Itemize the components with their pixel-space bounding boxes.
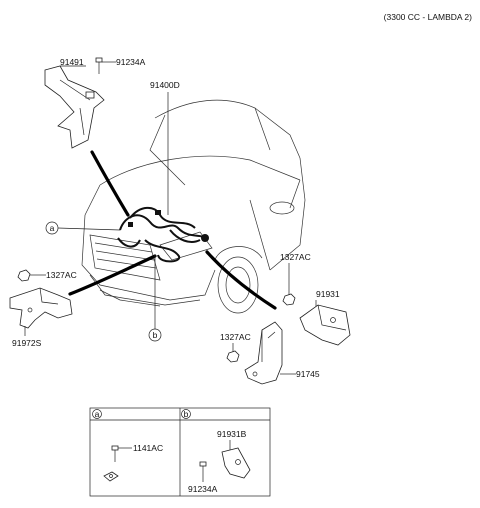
bolt-91234A-icon	[95, 57, 103, 74]
table-key-b: b	[184, 409, 189, 419]
table-part-91931B: 91931B	[217, 429, 247, 439]
nut-1327AC-left-icon	[17, 269, 31, 282]
engine-harness-91400D	[117, 206, 209, 263]
label-91931: 91931	[316, 289, 340, 299]
label-1327AC-right-bottom: 1327AC	[220, 332, 251, 342]
part-91931-bracket	[299, 304, 351, 346]
label-1327AC-right-top: 1327AC	[280, 252, 311, 262]
clip-icon	[103, 471, 119, 482]
label-91972S: 91972S	[12, 338, 42, 348]
nut-1327AC-right-bottom-icon	[226, 350, 240, 363]
table-part-91234A: 91234A	[188, 484, 218, 494]
vehicle-outline	[81, 99, 306, 314]
callout-a: a	[45, 221, 59, 235]
nut-1327AC-right-top-icon	[282, 293, 296, 306]
table-key-a: a	[95, 409, 100, 419]
screw-1141AC-icon	[111, 445, 119, 462]
label-1327AC-left: 1327AC	[46, 270, 77, 280]
svg-text:b: b	[153, 330, 158, 340]
pointer-lines	[68, 150, 277, 310]
label-91400D: 91400D	[150, 80, 180, 90]
detail-table: a b 1141AC 91931B 91234A	[89, 407, 271, 497]
part-91491-bracket	[44, 65, 105, 149]
engine-note: (3300 CC - LAMBDA 2)	[384, 12, 473, 22]
label-91491: 91491	[60, 57, 84, 67]
bracket-91931B-icon	[221, 447, 251, 479]
callout-b: b	[148, 328, 162, 342]
label-91745: 91745	[296, 369, 320, 379]
label-91234A-top: 91234A	[116, 57, 146, 67]
table-part-1141AC: 1141AC	[133, 443, 163, 453]
part-91972S-bracket	[9, 287, 73, 329]
part-91745-bracket	[244, 321, 283, 385]
bolt-91234A-table-icon	[199, 461, 207, 475]
svg-text:a: a	[50, 223, 55, 233]
